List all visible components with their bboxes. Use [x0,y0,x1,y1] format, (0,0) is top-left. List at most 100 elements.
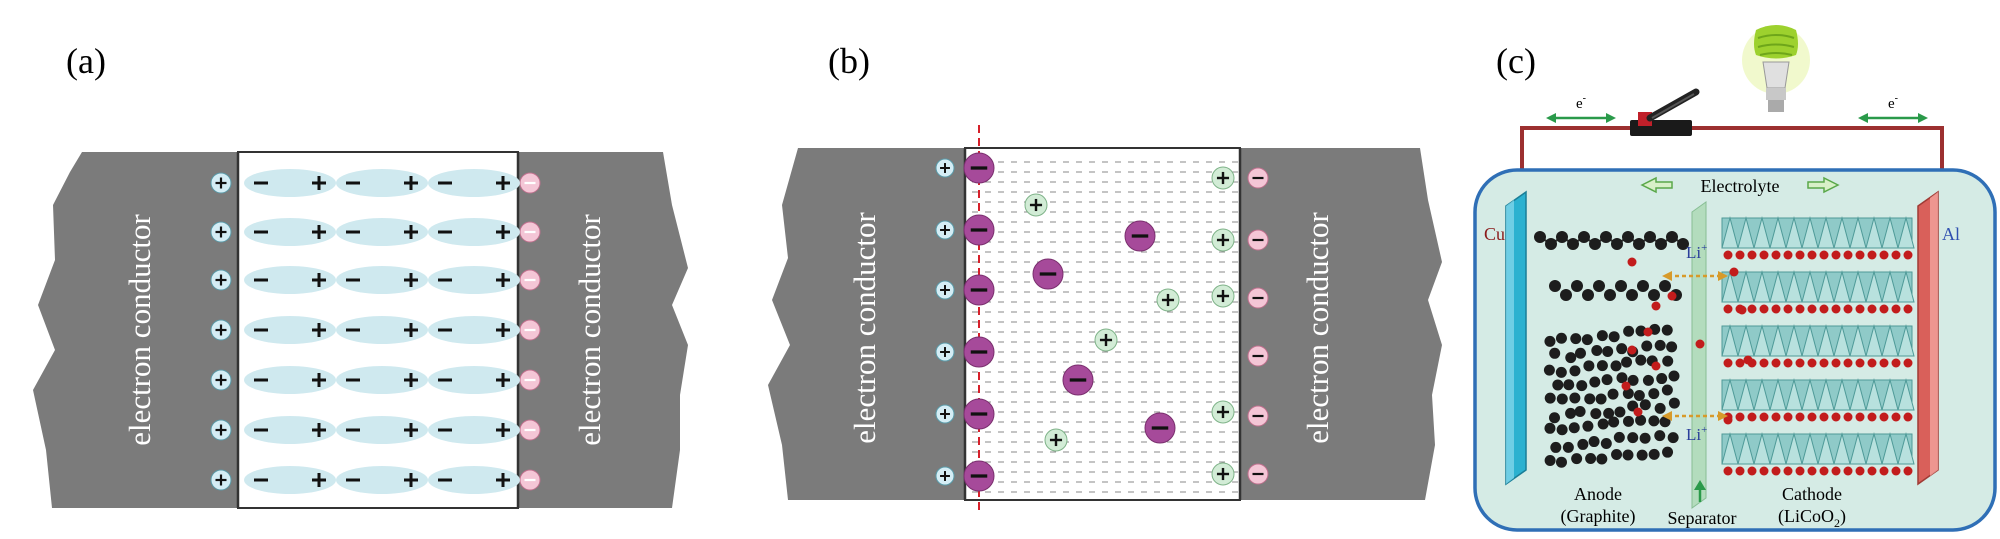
anion-conductor-right [1247,405,1269,427]
dipole-positive [404,225,418,239]
dipole-positive [496,176,510,190]
panel-b: (b) electron conductor electron conducto… [680,0,1460,539]
dipole-ellipse [244,466,336,494]
dipole-ellipse [244,366,336,394]
separator-membrane [1691,201,1707,509]
panel-b-diagram: electron conductor electron conductor [768,125,1442,512]
cation-conductor-left [935,158,955,178]
cathode-label: Cathode [1782,484,1842,504]
external-circuit-wire [1520,126,1944,200]
panel-a-label: (a) [66,41,106,81]
cation-left [210,269,232,291]
dipole-ellipse [336,169,428,197]
solvated-cation [1156,288,1180,312]
left-electron-conductor [33,152,238,508]
right-electron-conductor [518,152,688,508]
solvated-cation [1024,193,1048,217]
dipole-positive [496,373,510,387]
switch-icon [1630,88,1700,136]
dipole-ellipse [336,266,428,294]
panel-c-label: (c) [1496,41,1536,81]
electrolyte-region [964,147,1241,501]
dipole-positive [404,323,418,337]
separator-pointer-arrow [1694,480,1706,502]
dipole-positive [496,323,510,337]
dipole-positive [404,373,418,387]
dipole-positive [496,273,510,287]
adsorbed-anion [963,336,995,368]
cation-left [210,319,232,341]
anion-right [519,419,541,441]
anode-material-label: (Graphite) [1561,506,1636,527]
dipole-positive [496,225,510,239]
light-bulb-icon [1742,25,1810,112]
anion-right [519,319,541,341]
adsorbed-anion [963,398,995,430]
dipole-ellipse [428,169,520,197]
dipole-ellipse [244,169,336,197]
panel-b-label: (b) [828,41,870,81]
dipole-positive [496,423,510,437]
free-anion [1124,220,1156,252]
li-label-top: Li+ [1686,242,1707,262]
solvated-cation [1211,284,1235,308]
li-ion-arrow-bottom [1662,411,1728,421]
anion-conductor-right [1247,287,1269,309]
anion-right [519,469,541,491]
dipole-positive [312,423,326,437]
dipole-ellipse [244,218,336,246]
dipole-ellipse [428,366,520,394]
free-anion [1032,258,1064,290]
dipole-ellipse [244,266,336,294]
adsorbed-anion [963,152,995,184]
cation-left [210,469,232,491]
cation-conductor-left [935,466,955,486]
dipole-ellipse [428,466,520,494]
electron-arrow-right [1858,113,1928,123]
dipole-ellipse [244,416,336,444]
cathode-material-label: (LiCoO2) [1778,506,1846,530]
dipole-ellipse [244,316,336,344]
cation-conductor-left [935,280,955,300]
anion-conductor-right [1247,229,1269,251]
electron-label-left: e- [1576,93,1586,112]
dipole-positive [312,323,326,337]
left-conductor-label: electron conductor [122,214,157,446]
right-electron-conductor [1240,148,1442,500]
al-label: Al [1942,224,1960,244]
cation-left [210,369,232,391]
cation-conductor-left [935,404,955,424]
graphite-anode-layers [1534,231,1689,468]
electrolyte-label: Electrolyte [1701,176,1780,196]
dipole-ellipse [336,366,428,394]
separator-label: Separator [1668,508,1737,528]
anion-conductor-right [1247,167,1269,189]
adsorbed-anion [963,274,995,306]
cu-label: Cu [1484,224,1505,244]
dipole-positive [312,373,326,387]
solvated-cation [1211,166,1235,190]
free-anion [1144,412,1176,444]
cation-left [210,172,232,194]
solvated-cation [1211,228,1235,252]
solvated-cation [1211,462,1235,486]
right-conductor-label: electron conductor [572,214,607,446]
solvated-cation [1044,428,1068,452]
dipole-ellipse [428,266,520,294]
right-conductor-label: electron conductor [1300,212,1335,444]
lithium-ions [1621,257,1753,425]
panel-a-diagram: electron conductor electron conductor [33,151,688,509]
anion-right [519,172,541,194]
dipole-positive [404,423,418,437]
dipole-ellipse [336,416,428,444]
dipole-positive [496,473,510,487]
li-label-bottom: Li+ [1686,424,1707,444]
solvated-cation [1094,328,1118,352]
dipole-positive [312,273,326,287]
li-ion-arrow-top [1662,271,1728,281]
cation-left [210,221,232,243]
dipole-positive [312,473,326,487]
adsorbed-anion [963,460,995,492]
dipole-ellipse [336,316,428,344]
electron-label-right: e- [1888,93,1898,112]
